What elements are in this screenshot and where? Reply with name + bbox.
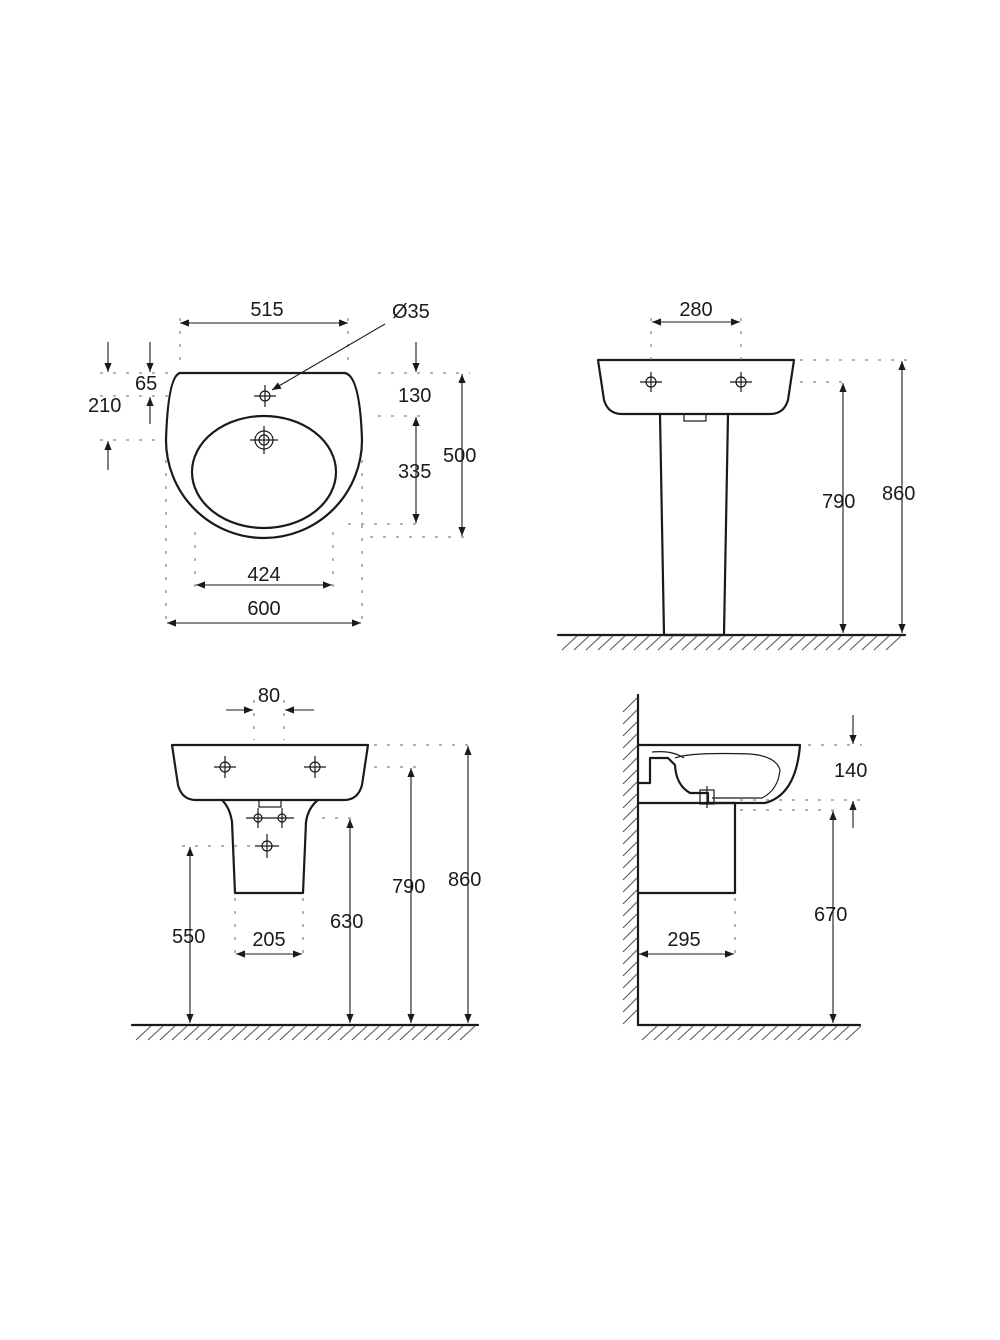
dim-label-335: 335 xyxy=(398,461,431,483)
semi-pedestal-side-view: 140 670 295 xyxy=(622,693,867,1041)
basin-front xyxy=(596,358,796,416)
tap-hole-icon xyxy=(304,756,326,778)
tap-hole-icon xyxy=(730,372,752,392)
dim-label-515: 515 xyxy=(250,299,283,321)
trap-outlet xyxy=(699,786,715,808)
drain-outlet xyxy=(683,413,707,422)
waste-outlet-icon xyxy=(255,834,279,858)
dim-label-670: 670 xyxy=(814,904,847,926)
dim-label-790: 790 xyxy=(392,876,425,898)
drain-outlet xyxy=(258,799,282,808)
dim-label-tap-hole: Ø35 xyxy=(392,301,430,323)
pedestal-column xyxy=(658,412,730,637)
dim-label-630: 630 xyxy=(330,911,363,933)
dim-label-860: 860 xyxy=(882,483,915,505)
semi-pedestal-body xyxy=(220,798,320,895)
dim-label-130: 130 xyxy=(398,385,431,407)
dim-label-424: 424 xyxy=(247,564,280,586)
plan-view: 515 Ø35 210 65 130 335 500 424 60 xyxy=(88,299,476,628)
dim-label-550: 550 xyxy=(172,926,205,948)
dim-label-280: 280 xyxy=(679,299,712,321)
dim-label-210: 210 xyxy=(88,395,121,417)
tap-hole-icon xyxy=(214,756,236,778)
tap-hole-icon xyxy=(254,385,276,407)
drain-icon xyxy=(250,426,278,454)
floor-hatching xyxy=(135,1025,476,1041)
dim-label-790: 790 xyxy=(822,491,855,513)
dim-label-140: 140 xyxy=(834,760,867,782)
basin-side-outline xyxy=(636,743,802,805)
tap-hole-icon xyxy=(640,372,662,392)
dim-label-205: 205 xyxy=(252,929,285,951)
overflow-channel xyxy=(651,751,685,759)
basin-bowl xyxy=(190,414,338,530)
leader-tap-hole xyxy=(271,323,386,391)
trap-holes xyxy=(246,808,294,828)
semi-pedestal-body xyxy=(636,801,737,895)
basin-front xyxy=(170,743,370,802)
dim-label-65: 65 xyxy=(135,373,157,395)
dim-label-80: 80 xyxy=(258,685,280,707)
basin-bowl-inner xyxy=(674,752,781,799)
dim-label-295: 295 xyxy=(667,929,700,951)
dim-label-860: 860 xyxy=(448,869,481,891)
pedestal-front-view: 280 790 860 xyxy=(556,299,915,651)
floor-hatching xyxy=(561,635,902,651)
dim-label-500: 500 xyxy=(443,445,476,467)
floor-hatching xyxy=(641,1025,862,1041)
basin-outline xyxy=(164,371,364,540)
dim-label-600: 600 xyxy=(247,598,280,620)
semi-pedestal-front-view: 80 550 205 630 790 860 xyxy=(130,685,481,1041)
wall-hatching xyxy=(622,697,638,1025)
